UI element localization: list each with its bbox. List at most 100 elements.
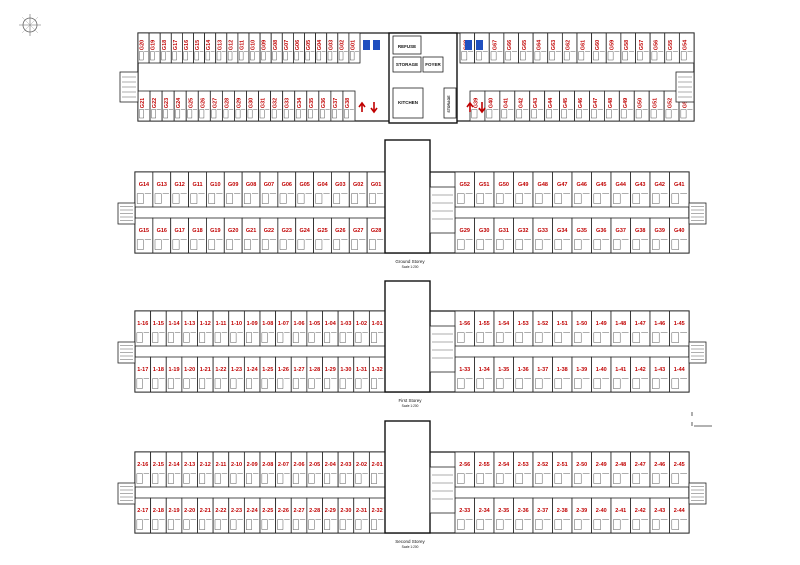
room-label: 2-45 (674, 462, 685, 468)
bathroom-outline (172, 51, 177, 61)
room-label: G28 (371, 228, 381, 234)
bathroom-outline (161, 51, 166, 61)
bathroom-outline (501, 109, 508, 119)
bathroom-outline (183, 378, 190, 389)
bathroom-outline (247, 109, 253, 119)
room-cell (649, 451, 670, 488)
room-cell (571, 451, 592, 488)
room-label: G37 (616, 228, 626, 234)
bathroom-outline (652, 193, 660, 204)
room-label: G47 (593, 98, 599, 108)
room-label: G31 (499, 228, 509, 234)
room-label: 2-01 (372, 462, 383, 468)
room-cell (290, 310, 308, 347)
room-label: G20 (228, 228, 238, 234)
bathroom-outline (371, 519, 377, 530)
bathroom-outline (244, 193, 251, 204)
room-label: 2-49 (596, 462, 607, 468)
room-label: G01 (350, 40, 356, 50)
room-label: 1-29 (325, 367, 336, 373)
bathroom-outline (605, 109, 612, 119)
room-label: 2-18 (153, 508, 164, 514)
room-cell (228, 356, 245, 393)
bathroom-outline (476, 239, 484, 250)
room-cell (212, 451, 230, 488)
room-label: G25 (317, 228, 327, 234)
room-label: G13 (157, 182, 167, 188)
room-cell (353, 356, 370, 393)
bathroom-outline (635, 109, 642, 119)
bathroom-outline (167, 378, 174, 389)
bathroom-outline (230, 519, 237, 530)
room-label: 2-22 (215, 508, 226, 514)
bathroom-outline (355, 332, 362, 343)
bathroom-outline (613, 193, 621, 204)
room-label: 1-34 (479, 367, 491, 373)
bathroom-outline (199, 378, 206, 389)
room-cell (552, 356, 573, 393)
bathroom-outline (593, 519, 601, 530)
room-label: G03 (328, 40, 334, 50)
bathroom-outline (476, 193, 484, 204)
room-label: G42 (518, 98, 524, 108)
room-cell (591, 171, 612, 208)
bathroom-outline (371, 378, 377, 389)
bathroom-outline (308, 109, 313, 119)
bathroom-outline (671, 473, 679, 484)
storage-label: STORAGE (396, 62, 418, 67)
room-label: 2-26 (278, 508, 289, 514)
room-label: G39 (655, 228, 665, 234)
bathroom-outline (574, 332, 582, 343)
bathroom-outline (593, 378, 601, 389)
room-label: 1-12 (200, 321, 211, 327)
room-label: G57 (639, 40, 645, 50)
room-cell (150, 451, 167, 488)
room-cell (353, 310, 370, 347)
room-label: 2-42 (635, 508, 646, 514)
bathroom-outline (327, 51, 333, 61)
room-label: 2-43 (654, 508, 665, 514)
bathroom-outline (292, 378, 299, 389)
room-label: G19 (151, 40, 157, 50)
room-cell (290, 451, 308, 488)
room-cell (313, 217, 332, 254)
room-cell (532, 356, 553, 393)
room-label: 1-04 (325, 321, 337, 327)
room-label: 2-27 (294, 508, 305, 514)
first-storey-caption: First Storey (398, 398, 422, 403)
room-cell (212, 310, 230, 347)
room-cell (228, 497, 245, 534)
core-annex (429, 186, 456, 234)
room-label: G55 (668, 40, 674, 50)
bathroom-outline (554, 519, 562, 530)
bathroom-outline (574, 239, 582, 250)
bathroom-outline (535, 332, 543, 343)
bathroom-outline (554, 239, 562, 250)
bathroom-outline (324, 473, 331, 484)
bathroom-outline (308, 473, 315, 484)
room-label: 2-19 (169, 508, 180, 514)
room-cell (513, 451, 534, 488)
room-cell (170, 171, 189, 208)
bathroom-outline (652, 332, 660, 343)
room-cell (368, 356, 386, 393)
room-cell (259, 356, 277, 393)
arrow-up-icon (358, 101, 366, 112)
bathroom-outline (574, 378, 582, 389)
bathroom-outline (227, 51, 233, 61)
room-label: 2-03 (340, 462, 351, 468)
room-cell (610, 356, 631, 393)
room-cell (513, 497, 534, 534)
bathroom-outline (613, 332, 621, 343)
room-label: 1-35 (498, 367, 509, 373)
room-label: G35 (309, 98, 315, 108)
room-label: 1-22 (215, 367, 226, 373)
room-cell (331, 217, 350, 254)
room-label: G19 (210, 228, 220, 234)
room-cell (181, 497, 198, 534)
bathroom-outline (279, 239, 287, 250)
arrow-up-icon (466, 101, 474, 112)
room-label: 2-33 (459, 508, 470, 514)
room-cell (181, 310, 198, 347)
